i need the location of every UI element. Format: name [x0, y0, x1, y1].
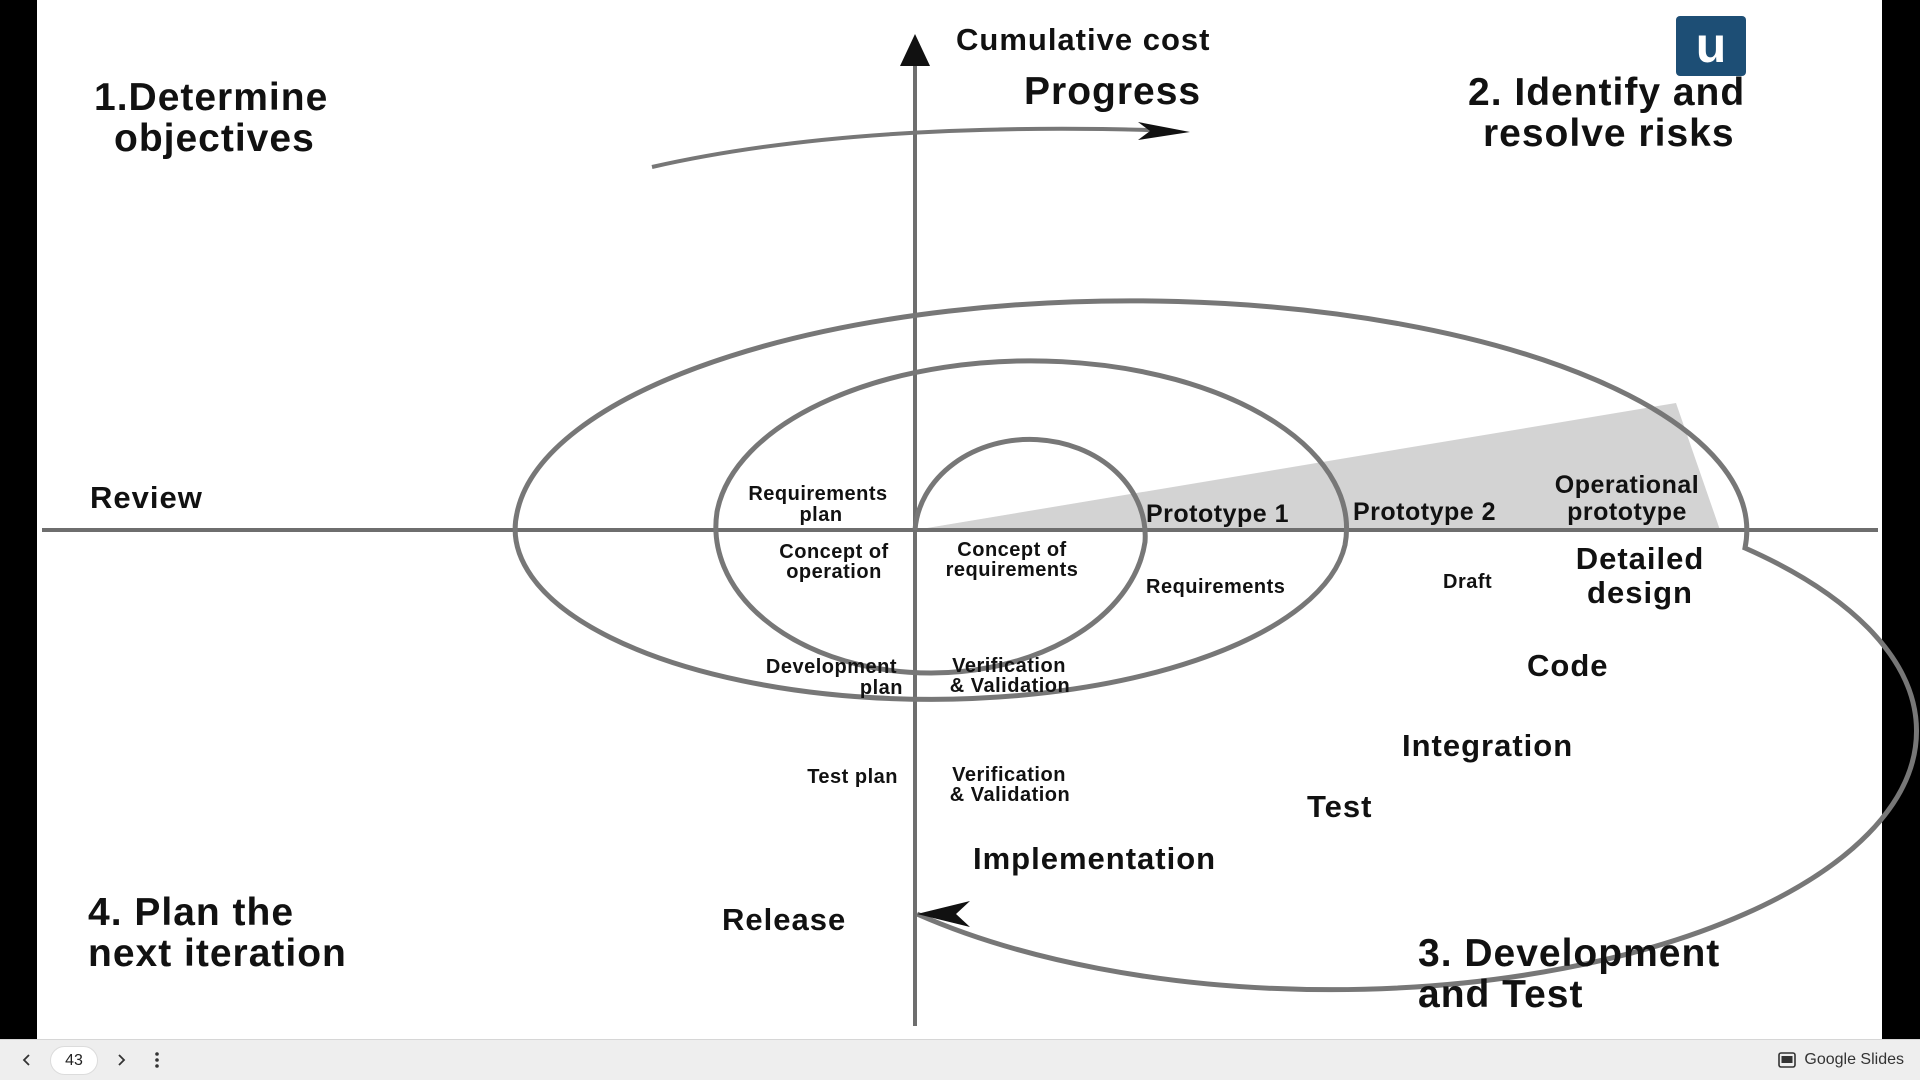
cumulative-cost-label: Cumulative cost	[956, 22, 1210, 57]
draft-label: Draft	[1443, 571, 1492, 593]
requirements-plan-label-line2: plan	[799, 504, 842, 526]
quadrant-2-title-line2: resolve risks	[1483, 112, 1735, 155]
verification-validation-1-label-line1: Verification	[952, 655, 1066, 677]
quadrant-4-title-line1: 4. Plan the	[88, 891, 294, 934]
review-label: Review	[90, 480, 203, 515]
more-options-button[interactable]	[145, 1048, 169, 1072]
release-label: Release	[722, 902, 846, 937]
release-arrowhead	[917, 901, 970, 927]
spiral-path	[512, 298, 1920, 993]
concept-of-requirements-label-line1: Concept of	[957, 539, 1066, 561]
quadrant-1-title-line2: objectives	[114, 117, 315, 160]
vertical-axis-arrowhead	[900, 34, 930, 66]
implementation-label: Implementation	[973, 841, 1216, 876]
quadrant-1-title-line1: 1.Determine	[94, 76, 328, 119]
prototype-1-label: Prototype 1	[1146, 500, 1289, 528]
development-plan-label-line2: plan	[860, 677, 903, 699]
concept-of-operation-label-line1: Concept of	[779, 541, 888, 563]
chevron-left-icon	[22, 1054, 30, 1066]
verification-validation-2-label-line1: Verification	[952, 764, 1066, 786]
prototype-2-label: Prototype 2	[1353, 498, 1496, 526]
test-plan-label: Test plan	[807, 766, 898, 788]
verification-validation-2-label-line2: & Validation	[950, 784, 1070, 806]
detailed-design-label-line1: Detailed	[1576, 541, 1705, 576]
slides-icon	[1778, 1052, 1797, 1068]
requirements-plan-label-line1: Requirements	[748, 483, 887, 505]
next-slide-button[interactable]	[109, 1048, 133, 1072]
more-vert-icon	[155, 1052, 159, 1068]
concept-of-operation-label-line2: operation	[786, 561, 882, 583]
operational-prototype-label-line2: prototype	[1567, 498, 1687, 526]
google-slides-brand-link[interactable]: Google Slides	[1778, 1049, 1904, 1071]
quadrant-4-title-line2: next iteration	[88, 932, 347, 975]
quadrant-3-title-line1: 3. Development	[1418, 932, 1720, 975]
quadrant-3-title-line2: and Test	[1418, 973, 1583, 1016]
previous-slide-button[interactable]	[15, 1048, 39, 1072]
detailed-design-label-line2: design	[1587, 575, 1693, 610]
operational-prototype-label-line1: Operational	[1555, 471, 1699, 499]
progress-label: Progress	[1024, 70, 1201, 113]
progress-arrow	[651, 126, 1151, 169]
prototype-shaded-wedge	[915, 403, 1720, 530]
progress-arrowhead	[1138, 122, 1190, 140]
verification-validation-1-label-line2: & Validation	[950, 675, 1070, 697]
spiral-model-diagram: 1.Determine objectives 2. Identify and r…	[42, 22, 1920, 1026]
chevron-right-icon	[118, 1054, 126, 1066]
concept-of-requirements-label-line2: requirements	[946, 559, 1079, 581]
app-name-label: Google Slides	[1804, 1051, 1904, 1068]
test-label: Test	[1307, 789, 1372, 824]
code-label: Code	[1527, 648, 1609, 683]
development-plan-label-line1: Development	[766, 656, 897, 678]
slide-number-field[interactable]: 43	[50, 1046, 98, 1075]
slides-bottom-toolbar: 43 Google Slides	[0, 1039, 1920, 1080]
requirements-label: Requirements	[1146, 576, 1285, 598]
quadrant-2-title-line1: 2. Identify and	[1468, 71, 1745, 114]
integration-label: Integration	[1402, 728, 1573, 763]
brand-logo: u	[1676, 16, 1746, 76]
